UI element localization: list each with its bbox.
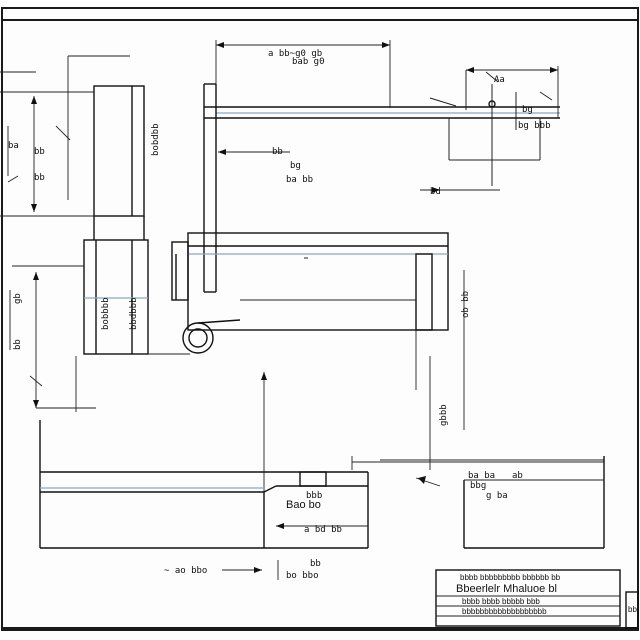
right-low-label-c: bbg: [470, 481, 486, 491]
title-block: [435, 569, 639, 629]
right-top-detail: [420, 66, 559, 193]
right-low-label-d: g ba: [486, 491, 508, 501]
outer-border: [1, 7, 639, 631]
mid-label-b: bg: [290, 161, 301, 171]
bottom-label-a: ~ ao bbo: [164, 566, 207, 576]
top-beam: [204, 106, 560, 119]
left-top-dimensions: [0, 55, 130, 217]
roller-wheel: [182, 319, 241, 354]
title-line4: bbbbbbbbbbbbbbbbbbb: [462, 607, 547, 616]
vertical-rod: [203, 83, 217, 293]
mid-vert-label: gbbb: [439, 404, 449, 426]
left-post-label: bobdbb: [151, 123, 161, 156]
base-label-c: a bd bb: [304, 525, 342, 535]
mid-label-c: ba bb: [286, 175, 313, 185]
base-block: [39, 420, 369, 549]
left-lower-dimensions: [9, 265, 96, 412]
top-dim-label-b: bab g0: [292, 57, 325, 67]
left-vert-label-a: gb: [13, 293, 23, 304]
post-lower-right-label: bbdbbb: [129, 297, 139, 330]
title-line2: Bbeerlelr Mhaluoe bl: [456, 583, 557, 595]
bottom-dimension: [222, 560, 279, 580]
left-top-label-a: ba: [8, 141, 19, 151]
right-low-label-b: ab: [512, 471, 523, 481]
left-vert-label-b: bb: [13, 339, 23, 350]
right-low-label-a: ba ba: [468, 471, 495, 481]
top-dim-label-a: a bb~g0 gb: [268, 49, 322, 59]
post-lower-left-label: bobbbb: [101, 297, 111, 330]
small-arrow-label: bd: [430, 187, 441, 197]
right-top-label-a: Aa: [494, 75, 505, 85]
right-lower-box: [351, 456, 605, 549]
main-box: [171, 232, 449, 331]
sheet-number: bb: [628, 605, 637, 614]
right-vert-label: ob bb: [461, 291, 471, 318]
title-line3: bbbb bbbb bbbbb bbb: [462, 597, 540, 606]
bottom-label-c: bo bbo: [286, 571, 319, 581]
left-top-label-c: bb: [34, 173, 45, 183]
left-post: [83, 85, 190, 355]
left-top-label-b: bb: [34, 147, 45, 157]
right-top-label-c: bg bbb: [518, 121, 551, 131]
title-line1: bbbb bbbbbbbbb bbbbbb bb: [460, 573, 561, 582]
base-label-b: Bao bo: [286, 499, 321, 511]
base-label-a: bbb: [306, 491, 322, 501]
rod-dimension: [218, 149, 290, 155]
mid-label-a: bb: [272, 147, 283, 157]
right-top-label-b: bg: [522, 105, 533, 115]
bottom-label-b: bb: [310, 559, 321, 569]
middle-vertical-dimensions: [261, 270, 465, 540]
